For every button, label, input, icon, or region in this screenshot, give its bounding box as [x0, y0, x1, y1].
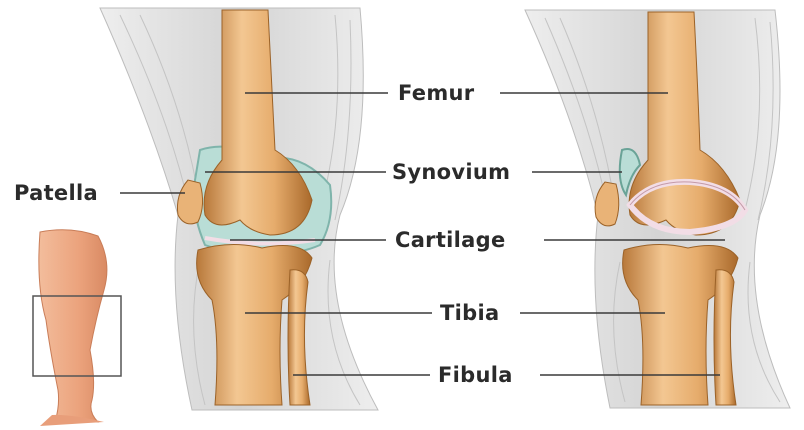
label-tibia: Tibia	[440, 303, 499, 324]
label-cartilage: Cartilage	[395, 230, 506, 251]
label-patella: Patella	[14, 183, 98, 204]
label-fibula: Fibula	[438, 365, 513, 386]
label-femur: Femur	[398, 83, 474, 104]
leg-silhouette	[39, 230, 107, 422]
right-knee-illustration	[525, 10, 790, 408]
leg-inset-illustration	[33, 230, 121, 426]
left-knee-illustration	[100, 8, 378, 410]
label-synovium: Synovium	[392, 162, 510, 183]
